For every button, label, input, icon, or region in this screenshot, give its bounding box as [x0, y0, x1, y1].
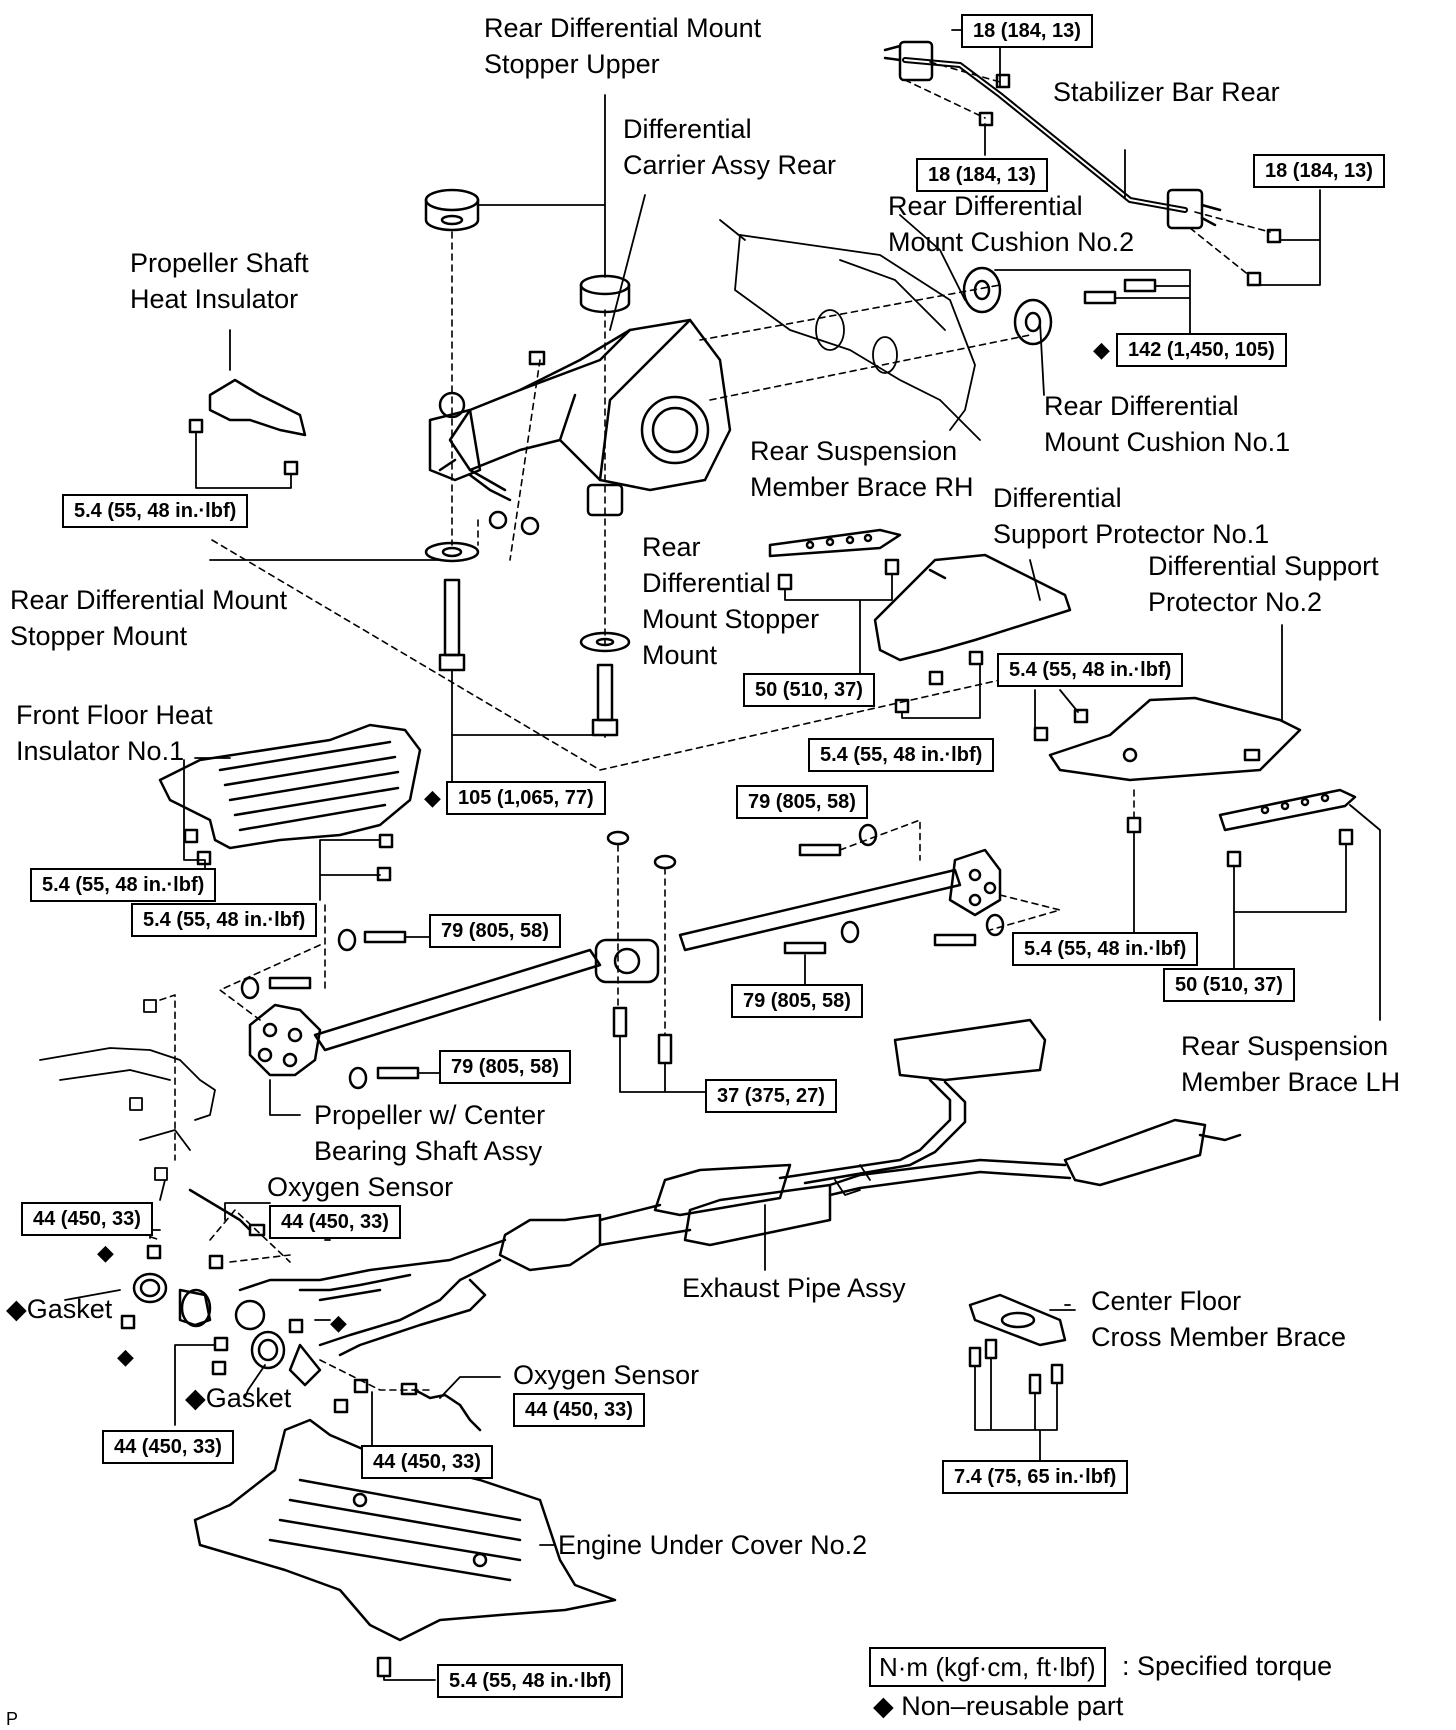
diamond-icon: ◆ [1093, 337, 1110, 362]
torque-box: 79 (805, 58) [736, 785, 868, 819]
torque-box: 44 (450, 33) [102, 1430, 234, 1464]
label-oxygen-sensor-upper: Oxygen Sensor [267, 1172, 454, 1202]
differential-carrier-part [428, 318, 732, 536]
torque-box: 50 (510, 37) [1163, 968, 1295, 1002]
gaskets-nuts [120, 1244, 369, 1414]
torque-box: 5.4 (55, 48 in.·lbf) [808, 738, 995, 772]
front-floor-heat-insulator-part [158, 723, 422, 882]
label-differential-carrier-assy-rear: Differential Carrier Assy Rear [623, 114, 837, 180]
propeller-shaft-part [248, 848, 1002, 1077]
legend-unit-text: : Specified torque [1122, 1651, 1333, 1681]
label-rear-suspension-member-brace-rh: Rear Suspension Member Brace RH [750, 436, 974, 502]
label-rear-suspension-member-brace-lh: Rear Suspension Member Brace LH [1181, 1031, 1401, 1097]
label-differential-support-protector-no1: Differential Support Protector No.1 [993, 483, 1270, 549]
transmission-flange-part [39, 999, 216, 1201]
brace-rh-part [768, 528, 902, 591]
center-floor-brace-part [968, 1293, 1067, 1395]
torque-box: 79 (805, 58) [731, 984, 863, 1018]
legend-nonreusable: ◆ Non–reusable part [873, 1691, 1124, 1721]
torque-box: 142 (1,450, 105) [1116, 333, 1287, 367]
stopper-upper-rubbers [424, 188, 631, 314]
label-front-floor-heat-insulator-no1: Front Floor Heat Insulator No.1 [16, 700, 213, 766]
brace-lh-part [1218, 788, 1357, 868]
torque-box: 105 (1,065, 77) [446, 781, 606, 815]
diff-support-protector-1-part [873, 553, 1072, 714]
label-propeller-center-bearing-shaft-assy: Propeller w/ Center Bearing Shaft Assy [314, 1100, 546, 1166]
label-rear-diff-mount-cushion-no2: Rear Differential Mount Cushion No.2 [888, 191, 1135, 257]
stabilizer-bolts [978, 73, 1282, 287]
label-rear-diff-mount-cushion-no1: Rear Differential Mount Cushion No.1 [1044, 391, 1291, 457]
torque-box: 50 (510, 37) [743, 673, 875, 707]
torque-box: 44 (450, 33) [513, 1393, 645, 1427]
torque-box: 44 (450, 33) [21, 1202, 153, 1236]
diff-support-protector-2-part [1033, 696, 1302, 782]
diamond-icon: ◆ [97, 1240, 114, 1265]
torque-box: 18 (184, 13) [1253, 154, 1385, 188]
corner-mark: P [6, 1709, 19, 1729]
label-engine-under-cover-no2: Engine Under Cover No.2 [558, 1530, 868, 1560]
oxygen-sensor-parts [188, 1188, 482, 1432]
label-oxygen-sensor-lower: Oxygen Sensor [513, 1360, 700, 1390]
label-center-floor-cross-member-brace: Center Floor Cross Member Brace [1091, 1286, 1347, 1352]
torque-box: 5.4 (55, 48 in.·lbf) [30, 868, 217, 902]
stopper-mounts [424, 541, 631, 737]
label-gasket-left: ◆Gasket [6, 1294, 113, 1324]
label-propeller-shaft-heat-insulator: Propeller Shaft Heat Insulator [130, 248, 309, 314]
diamond-icon: ◆ [117, 1344, 134, 1369]
torque-box: 5.4 (55, 48 in.·lbf) [62, 494, 249, 528]
label-differential-support-protector-no2: Differential Support Protector No.2 [1148, 551, 1379, 617]
torque-box: 37 (375, 27) [705, 1079, 837, 1113]
label-gasket-center: ◆Gasket [185, 1383, 292, 1413]
diamond-icon: ◆ [185, 1383, 206, 1413]
torque-box: 18 (184, 13) [916, 158, 1048, 192]
torque-box: 5.4 (55, 48 in.·lbf) [437, 1664, 624, 1698]
diamond-icon: ◆ [424, 785, 441, 810]
torque-box: 5.4 (55, 48 in.·lbf) [1012, 932, 1199, 966]
body-panel [719, 214, 981, 441]
label-rear-diff-mount-stopper-upper: Rear Differential Mount Stopper Upper [484, 13, 762, 79]
exhaust-pipe-part [178, 1018, 1242, 1387]
torque-box: 79 (805, 58) [439, 1050, 571, 1084]
propeller-washers-bolts [240, 823, 1005, 1090]
diff-support-protector-2-bolt [1126, 816, 1142, 834]
legend-unit-box: N·m (kgf·cm, ft·lbf) [869, 1647, 1106, 1687]
torque-box: 7.4 (75, 65 in.·lbf) [942, 1460, 1129, 1494]
torque-box: 18 (184, 13) [961, 14, 1093, 48]
propeller-shaft-heat-insulator-part [188, 378, 307, 476]
torque-box: 5.4 (55, 48 in.·lbf) [131, 903, 318, 937]
stabilizer-bar-rear-part [883, 40, 1222, 230]
label-stabilizer-bar-rear: Stabilizer Bar Rear [1053, 77, 1280, 107]
torque-box: 44 (450, 33) [361, 1445, 493, 1479]
diamond-icon: ◆ [6, 1294, 27, 1324]
torque-box: 79 (805, 58) [429, 914, 561, 948]
torque-box: 5.4 (55, 48 in.·lbf) [997, 653, 1184, 687]
torque-box: 44 (450, 33) [269, 1205, 401, 1239]
label-rear-diff-mount-stopper-mount-left: Rear Differential Mount Stopper Mount [10, 585, 288, 651]
diamond-icon: ◆ [330, 1310, 347, 1335]
label-exhaust-pipe-assy: Exhaust Pipe Assy [682, 1273, 906, 1303]
label-rear-diff-mount-stopper-mount-center: Rear Differential Mount Stopper Mount [642, 532, 820, 670]
